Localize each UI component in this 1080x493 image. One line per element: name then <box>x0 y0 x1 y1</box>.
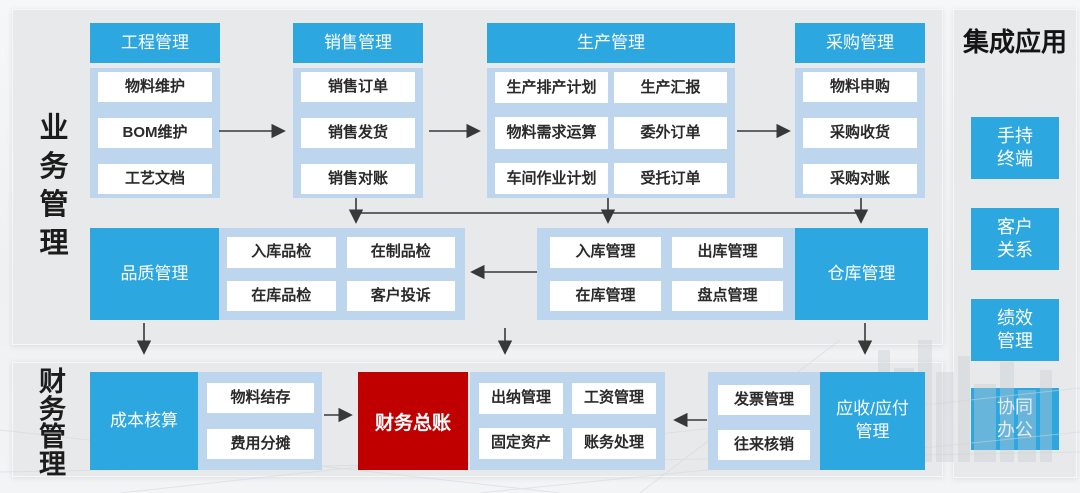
sales-column: 销售管理 销售订单 销售发货 销售对账 <box>293 23 423 198</box>
warehouse-items: 入库管理 出库管理 在库管理 盘点管理 <box>550 237 783 311</box>
production-scheduling-item: 生产排产计划 <box>495 72 608 104</box>
procurement-column: 采购管理 物料申购 采购收货 采购对账 <box>795 23 925 198</box>
sales-body: 销售订单 销售发货 销售对账 <box>293 68 423 198</box>
engineering-header: 工程管理 <box>90 23 220 63</box>
warehouse-group: 仓库管理 入库管理 出库管理 在库管理 盘点管理 <box>537 228 928 320</box>
finance-section-label: 财务管理 <box>35 367 65 478</box>
engineering-column: 工程管理 物料维护 BOM维护 工艺文档 <box>90 23 220 198</box>
collaborative-office-box: 协同办公 <box>971 388 1059 450</box>
customer-relationship-box: 客户关系 <box>971 208 1059 270</box>
material-balance-item: 物料结存 <box>207 383 314 413</box>
consignment-order-item: 受托订单 <box>614 162 727 194</box>
purchase-reconciliation-item: 采购对账 <box>803 164 917 194</box>
material-requisition-item: 物料申购 <box>803 72 917 102</box>
quality-group: 品质管理 入库品检 在制品检 在库品检 客户投诉 <box>90 228 465 320</box>
material-maintenance-item: 物料维护 <box>98 72 212 102</box>
fixed-assets-item: 固定资产 <box>479 428 563 459</box>
warehouse-management-label: 仓库管理 <box>795 228 928 320</box>
payroll-management-item: 工资管理 <box>572 383 656 414</box>
sales-reconciliation-item: 销售对账 <box>301 164 415 194</box>
cost-items: 物料结存 费用分摊 <box>207 383 314 459</box>
cashier-group: 出纳管理 工资管理 固定资产 账务处理 <box>470 372 665 470</box>
expense-allocation-item: 费用分摊 <box>207 429 314 459</box>
process-document-item: 工艺文档 <box>98 164 212 194</box>
procurement-body: 物料申购 采购收货 采购对账 <box>795 68 925 198</box>
accounting-processing-item: 账务处理 <box>572 428 656 459</box>
outbound-management-item: 出库管理 <box>672 237 783 268</box>
sales-shipment-item: 销售发货 <box>301 118 415 148</box>
invoice-items: 发票管理 往来核销 <box>718 385 810 460</box>
performance-management-box: 绩效管理 <box>971 299 1059 361</box>
quality-management-label: 品质管理 <box>90 228 219 320</box>
production-body: 生产排产计划 生产汇报 物料需求运算 委外订单 车间作业计划 受托订单 <box>487 68 735 198</box>
invoice-management-item: 发票管理 <box>718 385 810 415</box>
receivable-payable-label: 应收/应付管理 <box>820 372 925 470</box>
procurement-header: 采购管理 <box>795 23 925 63</box>
bom-maintenance-item: BOM维护 <box>98 118 212 148</box>
cost-accounting-label: 成本核算 <box>90 372 198 470</box>
production-header: 生产管理 <box>487 23 735 63</box>
stocktaking-item: 盘点管理 <box>672 280 783 311</box>
transaction-writeoff-item: 往来核销 <box>718 430 810 460</box>
invoice-group: 应收/应付管理 发票管理 往来核销 <box>708 372 925 470</box>
inbound-management-item: 入库管理 <box>550 237 661 268</box>
integration-sidebar-panel: 集成应用 手持终端 客户关系 绩效管理 协同办公 <box>953 9 1077 478</box>
sales-order-item: 销售订单 <box>301 72 415 102</box>
purchase-receipt-item: 采购收货 <box>803 118 917 148</box>
handheld-terminal-box: 手持终端 <box>971 117 1059 179</box>
production-column: 生产管理 生产排产计划 生产汇报 物料需求运算 委外订单 车间作业计划 受托订单 <box>487 23 735 198</box>
mrp-calculation-item: 物料需求运算 <box>495 117 608 149</box>
integration-title: 集成应用 <box>962 27 1067 57</box>
in-process-inspection-item: 在制品检 <box>346 237 455 268</box>
cost-group: 成本核算 物料结存 费用分摊 <box>90 372 322 470</box>
business-section-label: 业务管理 <box>35 112 67 266</box>
production-report-item: 生产汇报 <box>614 72 727 104</box>
sales-header: 销售管理 <box>293 23 423 63</box>
cashier-management-item: 出纳管理 <box>479 383 563 414</box>
customer-complaint-item: 客户投诉 <box>346 280 455 311</box>
stock-management-item: 在库管理 <box>550 280 661 311</box>
engineering-body: 物料维护 BOM维护 工艺文档 <box>90 68 220 198</box>
outsourcing-order-item: 委外订单 <box>614 117 727 149</box>
cashier-items: 出纳管理 工资管理 固定资产 账务处理 <box>479 383 656 459</box>
incoming-inspection-item: 入库品检 <box>227 237 336 268</box>
general-ledger-box: 财务总账 <box>358 372 468 470</box>
quality-items: 入库品检 在制品检 在库品检 客户投诉 <box>227 237 455 311</box>
workshop-plan-item: 车间作业计划 <box>495 162 608 194</box>
stock-inspection-item: 在库品检 <box>227 280 336 311</box>
